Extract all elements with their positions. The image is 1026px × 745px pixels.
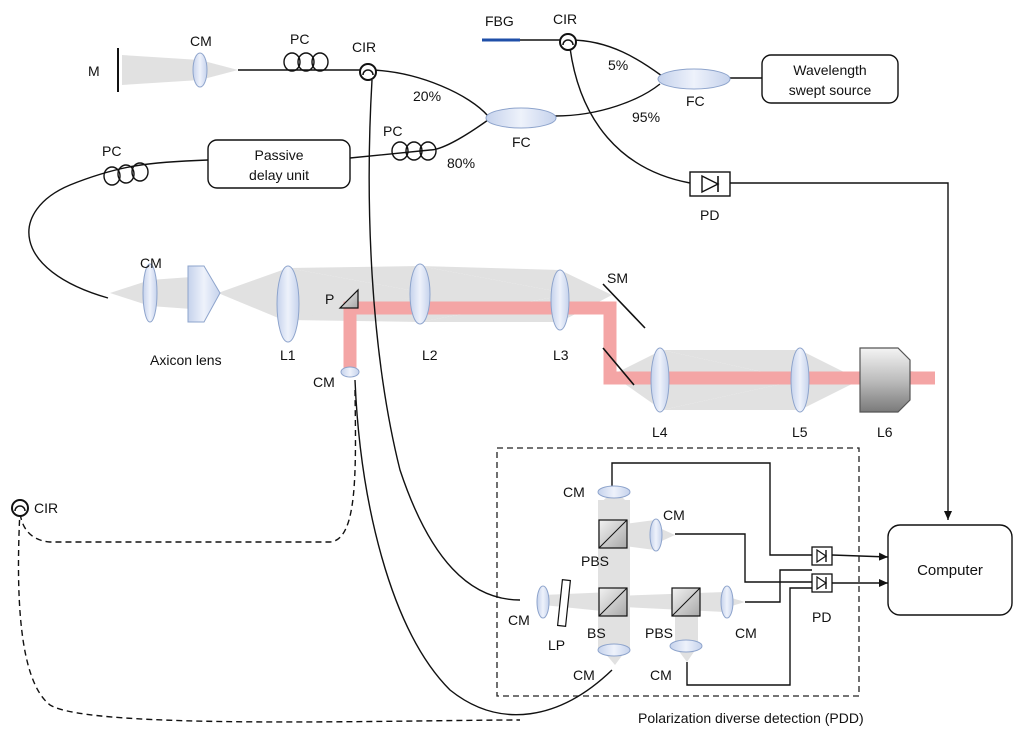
label-m: M	[88, 63, 100, 79]
delay-line2: delay unit	[249, 167, 309, 183]
objective-l6	[859, 347, 911, 413]
label-pbs-top: PBS	[581, 553, 609, 569]
label-computer: Computer	[917, 562, 983, 579]
pdd-box	[496, 447, 860, 697]
label-cm-pdd-topright: CM	[663, 507, 685, 523]
collimator-pdd-left	[536, 585, 550, 619]
label-l5: L5	[792, 424, 808, 440]
photodetector-top	[689, 171, 731, 197]
label-bs: BS	[587, 625, 606, 641]
label-cm-pdd-right: CM	[735, 625, 757, 641]
fiber-coupler-left	[485, 107, 557, 129]
collimator-pdd-topright	[649, 518, 663, 552]
label-l6: L6	[877, 424, 893, 440]
pbs-right-diagonal	[671, 587, 701, 617]
circulator-source	[559, 33, 577, 51]
computer-box	[887, 524, 1013, 616]
delay-unit-box	[207, 139, 351, 189]
label-cm-pdd-top: CM	[563, 484, 585, 500]
label-5pct: 5%	[608, 57, 628, 73]
label-cir-source: CIR	[553, 11, 577, 27]
scanning-mirror	[602, 283, 646, 386]
bs-diagonal	[598, 587, 628, 617]
source-line2: swept source	[789, 82, 872, 98]
polarization-controller-top	[283, 52, 329, 72]
label-l3: L3	[553, 347, 569, 363]
red-beam	[343, 301, 935, 385]
label-pc-top: PC	[290, 31, 309, 47]
label-cm-pdd-bottomright: CM	[650, 667, 672, 683]
label-80pct: 80%	[447, 155, 475, 171]
label-pbs-right: PBS	[645, 625, 673, 641]
label-95pct: 95%	[632, 109, 660, 125]
circulator-left	[11, 499, 29, 517]
collimator-lens-top	[192, 52, 208, 88]
collimator-pdd-right	[720, 585, 734, 619]
fiber-coupler-right	[657, 68, 731, 90]
collimator-lens-axicon	[142, 263, 158, 323]
axicon-lens	[187, 265, 221, 323]
collimator-pdd-bottomright	[669, 639, 703, 653]
circulator-top	[359, 63, 377, 81]
label-cm-pickoff: CM	[313, 374, 335, 390]
fibers	[28, 39, 952, 716]
lens-l2	[409, 263, 431, 325]
collimator-pdd-top	[597, 485, 631, 499]
label-cm-pdd-left: CM	[508, 612, 530, 628]
pdd-caption: Polarization diverse detection (PDD)	[638, 710, 864, 726]
label-cir-top: CIR	[352, 39, 376, 55]
label-fc-left: FC	[512, 134, 531, 150]
lens-l4	[650, 347, 670, 413]
lens-l3	[550, 269, 570, 331]
delay-line1: Passive	[254, 147, 303, 163]
label-p: P	[325, 291, 334, 307]
lens-l5	[790, 347, 810, 413]
label-sm: SM	[607, 270, 628, 286]
linear-polarizer	[556, 579, 572, 627]
polarization-controller-left	[103, 162, 149, 186]
label-pc-mid: PC	[383, 123, 402, 139]
label-l4: L4	[652, 424, 668, 440]
label-pc-left: PC	[102, 143, 121, 159]
swept-source-box	[761, 54, 899, 104]
label-axicon: Axicon lens	[150, 352, 222, 368]
collimator-lens-pickoff	[340, 366, 360, 378]
prism-p	[338, 288, 359, 309]
lens-l1	[276, 265, 300, 343]
label-fc-right: FC	[686, 93, 705, 109]
label-pd-top: PD	[700, 207, 719, 223]
photodetector-pdd-1	[811, 546, 833, 566]
label-l2: L2	[422, 347, 438, 363]
pbs-top-diagonal	[598, 519, 628, 549]
label-lp: LP	[548, 637, 565, 653]
label-cm-pdd-bottom: CM	[573, 667, 595, 683]
label-20pct: 20%	[413, 88, 441, 104]
polarization-controller-mid	[391, 141, 437, 161]
photodetector-pdd-2	[811, 573, 833, 593]
label-cm-axicon: CM	[140, 255, 162, 271]
label-cm-top: CM	[190, 33, 212, 49]
collimator-pdd-bottom	[597, 643, 631, 657]
dashed-fibers	[17, 389, 521, 723]
label-fbg: FBG	[485, 13, 514, 29]
label-pd-pdd: PD	[812, 609, 831, 625]
label-cir-left: CIR	[34, 500, 58, 516]
source-line1: Wavelength	[793, 62, 866, 78]
label-l1: L1	[280, 347, 296, 363]
